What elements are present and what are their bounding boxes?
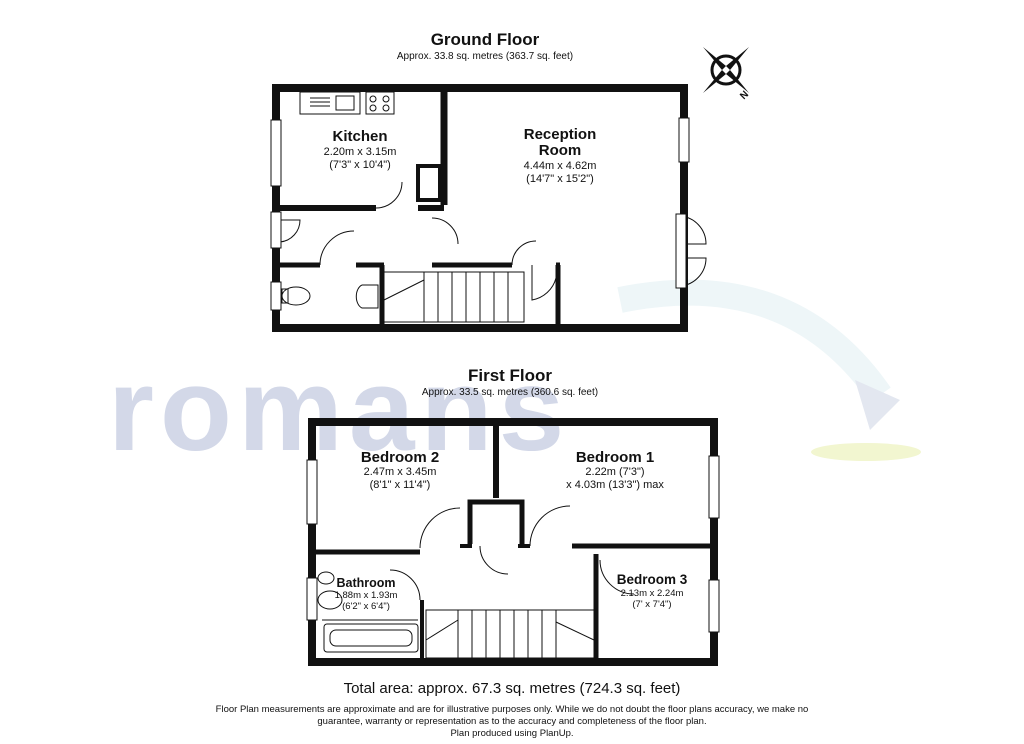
kitchen-dim-imperial: (7'3" x 10'4") (329, 159, 391, 171)
ground-floor-area: Approx. 33.8 sq. metres (363.7 sq. feet) (396, 51, 574, 62)
total-area: Total area: approx. 67.3 sq. metres (724… (343, 680, 681, 697)
reception-name-line1: Reception (523, 126, 597, 143)
reception-name-line2: Room (538, 142, 582, 159)
bedroom2-dim-imperial: (8'1" x 11'4") (369, 479, 431, 491)
kitchen-name: Kitchen (332, 128, 388, 145)
watermark-arrow (855, 380, 900, 430)
first-floor-area: Approx. 33.5 sq. metres (360.6 sq. feet) (421, 387, 599, 398)
bedroom1-dim-metric: 2.22m (7'3") (585, 466, 645, 478)
disclaimer-line1: Floor Plan measurements are approximate … (215, 704, 809, 715)
bedroom3-name: Bedroom 3 (616, 572, 688, 587)
first-floor-plan (306, 418, 720, 666)
ground-floor-plan (270, 84, 707, 332)
bedroom1-name: Bedroom 1 (575, 449, 655, 466)
watermark-text: romans (108, 344, 570, 476)
reception-dim-imperial: (14'7" x 15'2") (526, 173, 594, 185)
ground-floor-title: Ground Floor (430, 30, 540, 49)
compass-icon (703, 47, 749, 93)
bedroom2-name: Bedroom 2 (360, 449, 440, 466)
bedroom2-dim-metric: 2.47m x 3.45m (363, 466, 437, 478)
disclaimer-line3: Plan produced using PlanUp. (450, 728, 574, 739)
watermark-ellipse (811, 443, 921, 461)
reception-dim-metric: 4.44m x 4.62m (523, 160, 597, 172)
kitchen-dim-metric: 2.20m x 3.15m (323, 146, 397, 158)
first-floor-title: First Floor (467, 366, 553, 385)
bathroom-name: Bathroom (336, 576, 396, 590)
bathroom-dim-imperial: (6'2" x 6'4") (342, 601, 390, 612)
watermark-swoosh (617, 279, 891, 403)
bedroom3-dim-imperial: (7' x 7'4") (632, 599, 672, 610)
disclaimer-line2: guarantee, warranty or representation as… (317, 716, 707, 727)
bathroom-dim-metric: 1.88m x 1.93m (334, 590, 398, 601)
bedroom3-dim-metric: 2.13m x 2.24m (620, 588, 684, 599)
bedroom1-dim-imperial: x 4.03m (13'3") max (566, 479, 664, 491)
